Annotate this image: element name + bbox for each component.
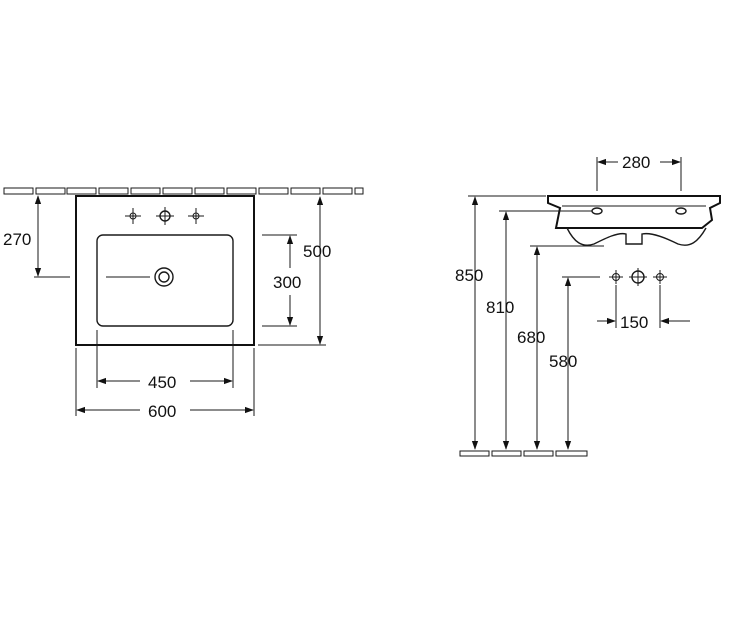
dim-580-label: 580 xyxy=(549,352,577,371)
dim-300-label: 300 xyxy=(273,273,301,292)
dim-580: 580 xyxy=(549,276,600,450)
tap-hole-right-icon xyxy=(188,208,204,224)
dim-680: 680 xyxy=(517,245,604,450)
drain-icon xyxy=(106,267,174,287)
dim-300: 300 xyxy=(262,234,301,327)
floor-tiles xyxy=(459,450,588,457)
tap-hole-center-icon xyxy=(156,207,174,225)
dim-280-label: 280 xyxy=(622,153,650,172)
dim-150-label: 150 xyxy=(620,313,648,332)
dim-500: 500 xyxy=(258,196,331,346)
dim-450-label: 450 xyxy=(148,373,176,392)
basin-profile xyxy=(547,195,721,246)
top-view: 270 300 500 450 xyxy=(3,187,364,421)
tap-hole-detail-center-icon xyxy=(629,268,647,286)
dim-270-label: 270 xyxy=(3,230,31,249)
tap-hole-detail-left-icon xyxy=(609,270,623,284)
dim-600: 600 xyxy=(75,348,255,421)
dim-680-label: 680 xyxy=(517,328,545,347)
dim-810-label: 810 xyxy=(486,298,514,317)
tap-hole-detail-right-icon xyxy=(653,270,667,284)
bowl-outline xyxy=(96,234,234,327)
tap-hole-left-icon xyxy=(125,208,141,224)
basin-outline xyxy=(75,195,255,346)
dim-810: 810 xyxy=(486,210,592,450)
side-view: 280 850 810 680 580 xyxy=(455,153,721,457)
dim-500-label: 500 xyxy=(303,242,331,261)
dim-600-label: 600 xyxy=(148,402,176,421)
dim-280: 280 xyxy=(596,153,682,191)
dim-450: 450 xyxy=(96,330,234,392)
wall-tiles xyxy=(3,187,364,195)
dim-270: 270 xyxy=(3,195,70,278)
dim-850-label: 850 xyxy=(455,266,483,285)
dim-850: 850 xyxy=(455,195,546,450)
dim-150: 150 xyxy=(597,285,690,332)
